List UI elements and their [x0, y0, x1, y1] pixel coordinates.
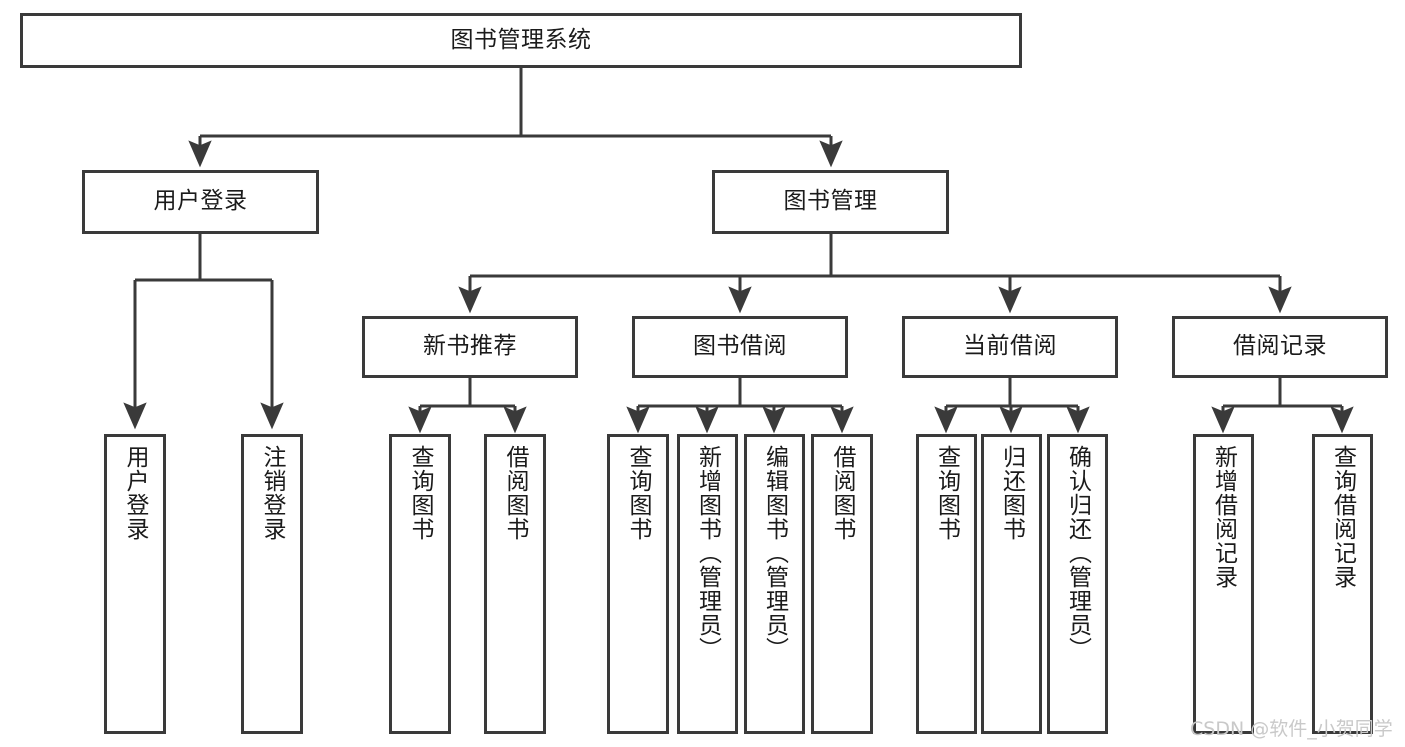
node-label: 用户登录 [122, 445, 149, 541]
leaf-query-book-borrow[interactable]: 查询图书 [607, 434, 669, 734]
leaf-user-login[interactable]: 用户登录 [104, 434, 166, 734]
leaf-return-book[interactable]: 归还图书 [981, 434, 1042, 734]
node-label: 新增图书（管理员） [694, 445, 721, 661]
node-root-book-management-system[interactable]: 图书管理系统 [20, 13, 1022, 68]
leaf-add-book-admin[interactable]: 新增图书（管理员） [677, 434, 738, 734]
node-label: 图书管理系统 [450, 26, 592, 53]
node-label: 归还图书 [998, 445, 1025, 541]
leaf-query-book-recommend[interactable]: 查询图书 [389, 434, 451, 734]
node-new-book-recommend[interactable]: 新书推荐 [362, 316, 578, 378]
leaf-confirm-return-admin[interactable]: 确认归还（管理员） [1047, 434, 1108, 734]
node-label: 查询图书 [933, 445, 960, 541]
leaf-logout-login[interactable]: 注销登录 [241, 434, 303, 734]
node-label: 新书推荐 [423, 333, 517, 360]
node-label: 图书借阅 [693, 333, 787, 360]
node-label: 借阅图书 [502, 445, 529, 541]
leaf-query-borrow-record[interactable]: 查询借阅记录 [1312, 434, 1373, 734]
node-borrow-record[interactable]: 借阅记录 [1172, 316, 1388, 378]
node-label: 查询图书 [407, 445, 434, 541]
csdn-watermark: CSDN @软件_小贺同学 [1190, 718, 1393, 740]
node-label: 编辑图书（管理员） [761, 445, 788, 661]
node-label: 借阅图书 [829, 445, 856, 541]
node-book-management[interactable]: 图书管理 [712, 170, 949, 234]
node-book-borrow[interactable]: 图书借阅 [632, 316, 848, 378]
node-label: 借阅记录 [1233, 333, 1327, 360]
leaf-borrow-book-borrow[interactable]: 借阅图书 [811, 434, 873, 734]
node-label: 图书管理 [783, 188, 878, 215]
leaf-query-book-current[interactable]: 查询图书 [916, 434, 977, 734]
node-label: 查询借阅记录 [1329, 445, 1356, 589]
node-label: 查询图书 [625, 445, 652, 541]
node-label: 确认归还（管理员） [1064, 445, 1091, 661]
node-user-login[interactable]: 用户登录 [82, 170, 319, 234]
leaf-add-borrow-record[interactable]: 新增借阅记录 [1193, 434, 1254, 734]
leaf-borrow-book-recommend[interactable]: 借阅图书 [484, 434, 546, 734]
node-label: 注销登录 [259, 445, 286, 541]
node-label: 当前借阅 [963, 333, 1057, 360]
node-label: 用户登录 [153, 188, 248, 215]
leaf-edit-book-admin[interactable]: 编辑图书（管理员） [744, 434, 805, 734]
node-label: 新增借阅记录 [1210, 445, 1237, 589]
node-current-borrow[interactable]: 当前借阅 [902, 316, 1118, 378]
